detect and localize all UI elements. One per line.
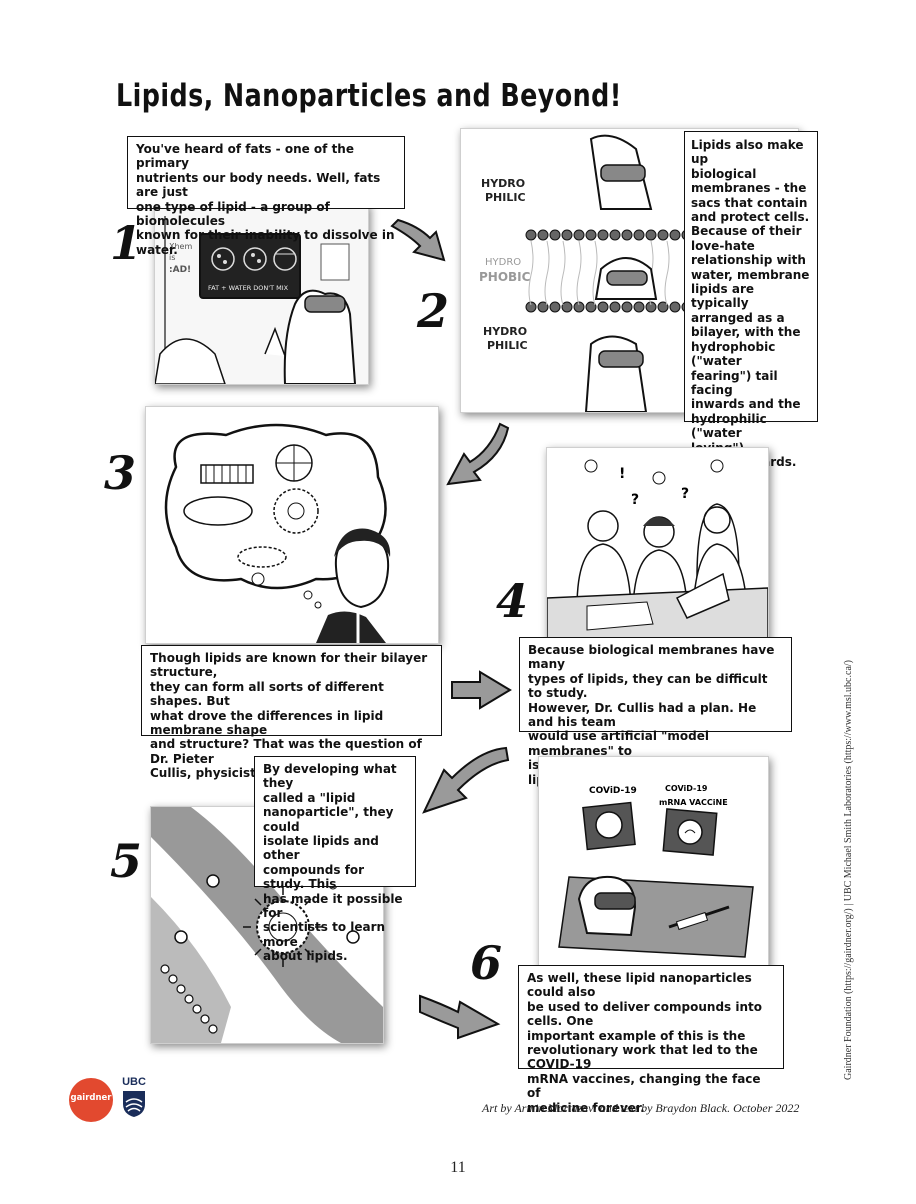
chalkboard	[199, 233, 301, 299]
page-title: Lipids, Nanoparticles and Beyond!	[116, 78, 622, 114]
svg-text::AD!: :AD!	[169, 265, 191, 275]
panel-6-image: COViD-19 COViD-19 mRNA VACCiNE	[538, 756, 769, 968]
arrow-3-to-4	[451, 670, 512, 710]
arrow-5-to-6	[419, 994, 501, 1040]
gairdner-logo-text: gairdner	[70, 1093, 112, 1103]
svg-text:PHILIC: PHILIC	[485, 191, 526, 204]
panel-4-caption: Because biological membranes have many t…	[519, 637, 792, 787]
svg-text:HYDRO: HYDRO	[483, 325, 527, 338]
panel-4-image: ! ? ?	[546, 447, 769, 647]
panel-1-image: Xhem is :AD! FAT + WATER DON'T MIX	[154, 203, 369, 385]
panel-3-caption: Though lipids are known for their bilaye…	[141, 645, 442, 780]
panel-5-caption: By developing what they called a "lipid …	[254, 756, 416, 963]
panel-2-caption: Lipids also make up biological membranes…	[684, 131, 818, 469]
svg-text:COViD-19: COViD-19	[665, 784, 708, 793]
svg-text:!: !	[619, 466, 625, 482]
ubc-logo-text: UBC	[122, 1076, 146, 1088]
ubc-logo: UBC	[119, 1076, 149, 1120]
svg-text:?: ?	[681, 486, 689, 502]
svg-text:is: is	[169, 253, 175, 262]
svg-text:PHILIC: PHILIC	[487, 339, 528, 352]
panel-2-number: 2	[417, 284, 450, 338]
svg-text:?: ?	[631, 492, 639, 508]
panel-1-caption: You've heard of fats - one of the primar…	[127, 136, 405, 257]
panel-1-side-note: Xhem	[169, 242, 192, 251]
panel-4-number: 4	[496, 574, 529, 628]
covid-label: COViD-19	[589, 786, 637, 796]
svg-text:HYDRO: HYDRO	[481, 177, 525, 190]
panel-3-image	[145, 406, 439, 644]
side-attribution: Gairdner Foundation (https://gairdner.or…	[843, 660, 854, 1080]
chalkboard-text: FAT + WATER DON'T MIX	[208, 284, 289, 292]
svg-text:HYDRO: HYDRO	[485, 257, 521, 268]
art-credit: Art by Armin Mortazavi and text by Brayd…	[482, 1101, 800, 1115]
page-number: 11	[450, 1159, 466, 1176]
panel-6-number: 6	[470, 936, 503, 990]
panel-3-number: 3	[104, 446, 137, 500]
svg-text:PHOBIC: PHOBIC	[479, 270, 531, 284]
arrow-4-to-5	[422, 746, 510, 814]
panel-5-number: 5	[110, 834, 143, 888]
arrow-2-to-3	[446, 422, 510, 486]
arrow-1-to-2	[390, 218, 446, 262]
panel-6-caption: As well, these lipid nanoparticles could…	[518, 965, 784, 1115]
gairdner-logo: gairdner	[69, 1078, 113, 1122]
panel-1-number: 1	[110, 216, 143, 270]
svg-text:mRNA VACCiNE: mRNA VACCiNE	[659, 798, 728, 807]
